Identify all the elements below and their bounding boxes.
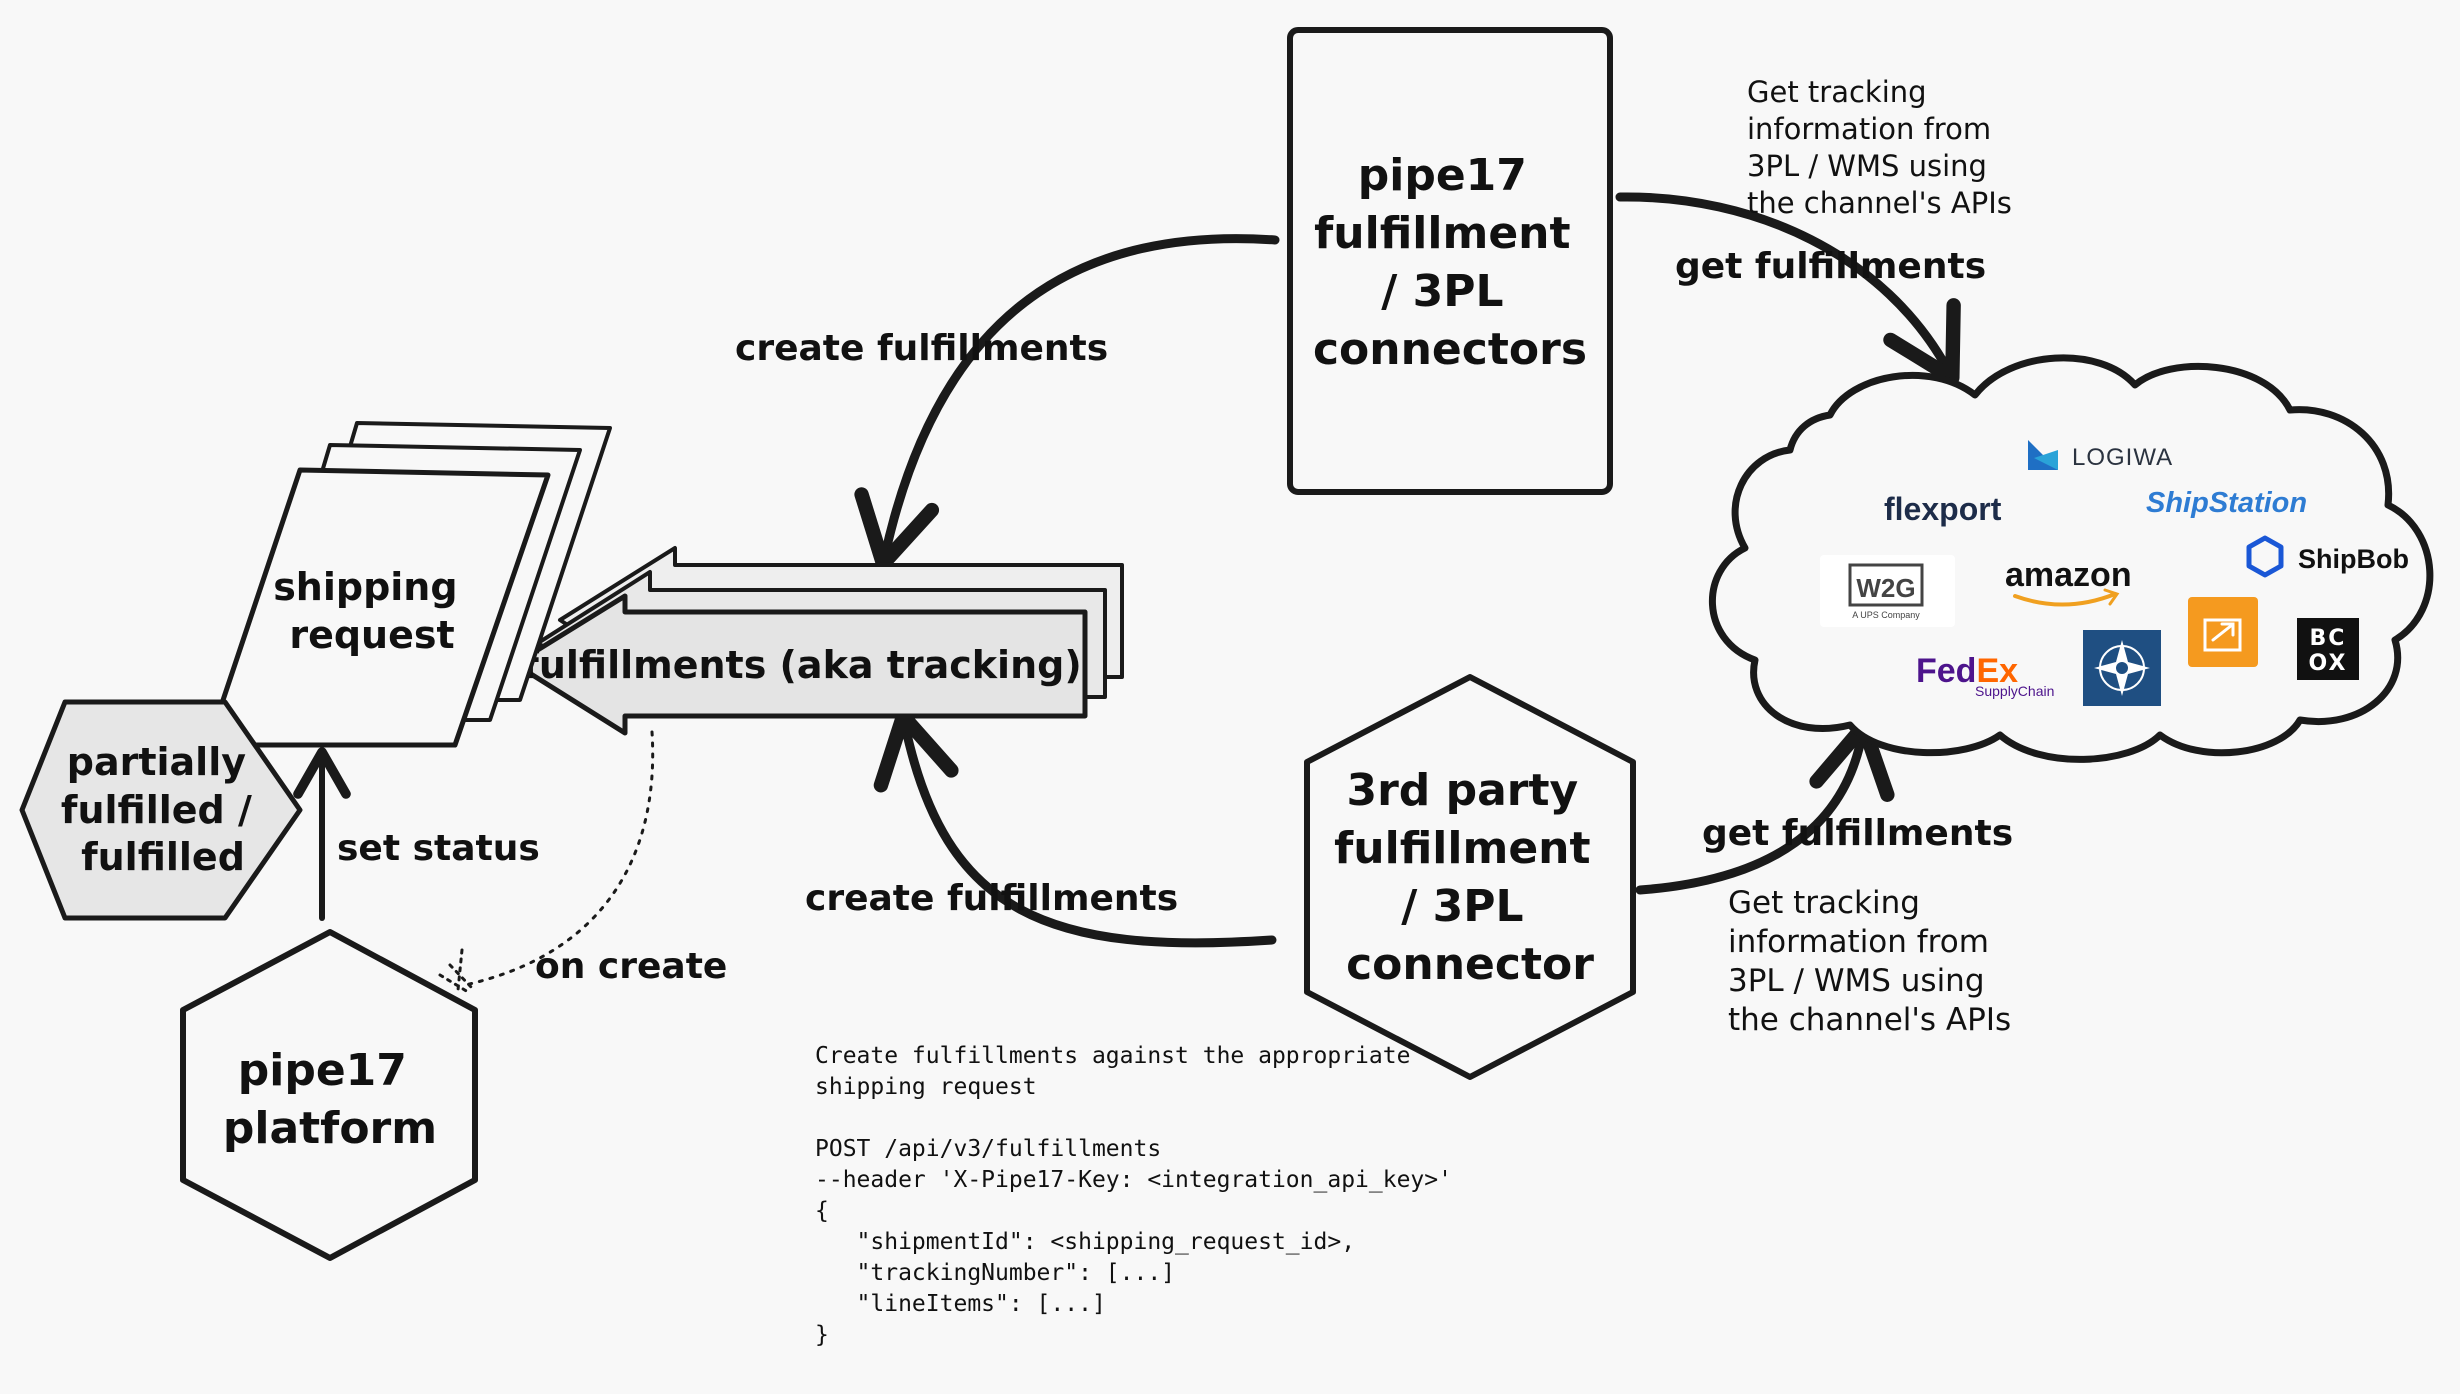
- logo-fedex: FedEx SupplyChain: [1916, 652, 2054, 699]
- third-party-line-2: fulfillment: [1334, 823, 1590, 874]
- svg-text:BC: BC: [2310, 626, 2347, 651]
- edge-create-fulfillments-top: [854, 234, 1280, 571]
- logo-w2g: W2G A UPS Company: [1820, 555, 1955, 627]
- node-platform: pipe17 platform: [180, 929, 478, 1261]
- logo-box: BC OX: [2297, 618, 2359, 680]
- svg-text:LOGIWA: LOGIWA: [2072, 444, 2173, 471]
- connectors-line-4: connectors: [1313, 324, 1587, 375]
- logo-flexport: flexport: [1884, 491, 2002, 527]
- node-pipe17-connectors: pipe17 fulfillment / 3PL connectors: [1287, 27, 1613, 495]
- label-on-create: on create: [535, 946, 727, 987]
- status-line-3: fulfilled: [81, 835, 245, 879]
- on-create-arrowhead: [438, 948, 474, 994]
- label-set-status: set status: [337, 828, 540, 869]
- svg-text:A UPS Company: A UPS Company: [1852, 610, 1920, 620]
- label-create-fulfillments-top: create fulfillments: [735, 328, 1108, 369]
- svg-text:pipe17 platform: pipe17 platform: [223, 1045, 437, 1154]
- node-third-party-connector: 3rd party fulfillment / 3PL connector: [1304, 674, 1636, 1080]
- svg-text:3rd party fulfillment: 3rd party fulfillment / 3PL connector: [1334, 765, 1606, 990]
- node-status: partially fulfilled / fulfilled: [19, 699, 303, 921]
- edge-create-fulfillments-bottom: [873, 708, 1277, 948]
- status-line-2: fulfilled /: [61, 788, 252, 832]
- label-get-fulfillments-bottom: get fulfillments: [1702, 813, 2013, 854]
- third-party-line-3: / 3PL: [1401, 881, 1523, 932]
- note-tracking-bottom: Get tracking information from 3PL / WMS …: [1728, 885, 2011, 1038]
- svg-text:ShipBob: ShipBob: [2298, 544, 2409, 574]
- svg-text:W2G: W2G: [1856, 573, 1915, 603]
- third-party-line-4: connector: [1346, 939, 1594, 990]
- logo-logiwa: LOGIWA: [2028, 440, 2173, 471]
- shipping-request-line-2: request: [289, 613, 454, 657]
- third-party-line-1: 3rd party: [1346, 765, 1578, 816]
- shipping-request-line-1: shipping: [273, 565, 457, 609]
- logo-shipstation: ShipStation: [2146, 487, 2307, 519]
- platform-line-1: pipe17: [238, 1045, 407, 1096]
- edge-get-fulfillments-bottom: [1635, 718, 1895, 895]
- logo-amazon: amazon: [2005, 556, 2132, 607]
- node-shipping-request: shipping request: [205, 421, 612, 748]
- svg-text:FedEx: FedEx: [1916, 652, 2018, 690]
- box-logo-icon: [2188, 597, 2258, 667]
- svg-text:SupplyChain: SupplyChain: [1975, 683, 2054, 699]
- label-get-fulfillments-top: get fulfillments: [1675, 246, 1986, 287]
- node-fulfillments-stack: fulfillments (aka tracking): [512, 546, 1124, 736]
- edge-get-fulfillments-top: [1615, 192, 1961, 386]
- connectors-line-2: fulfillment: [1314, 208, 1570, 259]
- svg-text:shipping request: shipping request: [273, 565, 471, 657]
- fulfillments-label: fulfillments (aka tracking): [522, 643, 1081, 687]
- status-line-1: partially: [67, 740, 246, 784]
- platform-line-2: platform: [223, 1103, 437, 1154]
- note-api-code: Create fulfillments against the appropri…: [815, 1043, 1466, 1348]
- svg-text:partially fulfilled /: partially fulfilled / fulfilled: [61, 740, 265, 879]
- note-tracking-top: Get tracking information from 3PL / WMS …: [1747, 75, 2012, 220]
- connectors-line-1: pipe17: [1358, 150, 1527, 201]
- label-create-fulfillments-bottom: create fulfillments: [805, 878, 1178, 919]
- svg-text:OX: OX: [2309, 651, 2348, 676]
- logo-shipbob: ShipBob: [2246, 535, 2409, 578]
- svg-text:pipe17 fulfillment: pipe17 fulfillment / 3PL connectors: [1313, 150, 1587, 375]
- svg-text:amazon: amazon: [2005, 556, 2132, 594]
- connectors-line-3: / 3PL: [1381, 266, 1503, 317]
- node-3pl-cloud: LOGIWA flexport ShipStation W2G A UPS Co…: [1709, 354, 2434, 763]
- compass-logo-icon: [2083, 630, 2161, 706]
